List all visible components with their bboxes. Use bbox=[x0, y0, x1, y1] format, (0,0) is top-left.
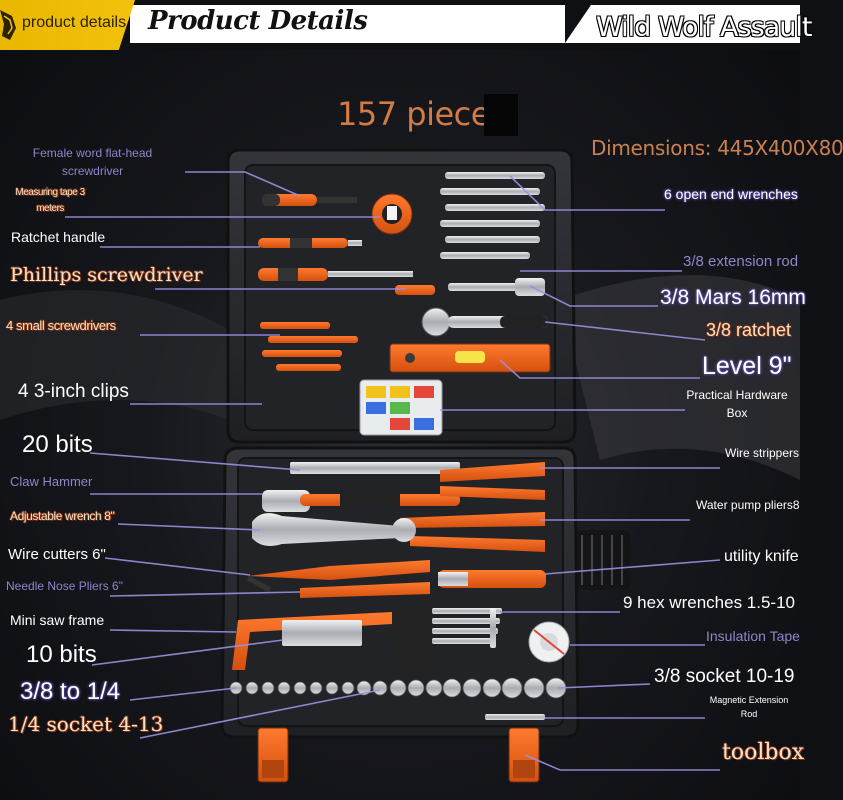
hex-wrenches bbox=[432, 608, 502, 648]
hardware-box bbox=[359, 379, 443, 436]
label-socket-3-8: 3/8 socket 10-19 bbox=[654, 666, 795, 687]
wire-cutters bbox=[246, 560, 430, 593]
dimensions: Dimensions: 445X400X80 bbox=[591, 136, 843, 160]
mini-saw-frame bbox=[232, 610, 432, 670]
bits-strip bbox=[290, 462, 460, 474]
piece-count: 157 pieces bbox=[337, 95, 507, 133]
label-clips: 4 3-inch clips bbox=[18, 381, 129, 402]
adjustable-wrench bbox=[252, 513, 400, 546]
label-mag-line-2: Rod bbox=[740, 709, 758, 720]
label-mars-socket: 3/8 Mars 16mm bbox=[660, 286, 806, 309]
label-claw-hammer: Claw Hammer bbox=[10, 474, 93, 489]
label-toolbox: toolbox bbox=[722, 740, 805, 765]
extension-rod bbox=[448, 278, 545, 296]
label-ratchet-handle: Ratchet handle bbox=[11, 229, 106, 245]
label-water-pump-pliers: Water pump pliers8 bbox=[696, 498, 800, 512]
brand-name: Wild Wolf Assault bbox=[596, 12, 812, 43]
label-bits-10: 10 bits bbox=[26, 641, 97, 668]
label-hardware-line-1: Practical Hardware bbox=[686, 388, 788, 402]
label-flathead-line-1: Female word flat-head bbox=[32, 146, 153, 160]
ratchet-3-8 bbox=[421, 307, 548, 337]
label-open-end-wrenches: 6 open end wrenches bbox=[664, 186, 798, 202]
utility-knife bbox=[438, 570, 546, 588]
label-adapter: 3/8 to 1/4 bbox=[20, 678, 121, 705]
count-overlay-block bbox=[484, 94, 518, 136]
magnetic-extension-rod bbox=[485, 714, 545, 720]
label-flathead-screwdriver: Female word flat-head screwdriver bbox=[30, 146, 155, 179]
label-flathead-line-2: screwdriver bbox=[61, 163, 124, 178]
label-mini-saw-frame: Mini saw frame bbox=[10, 612, 105, 628]
label-measuring-tape: Measuring tape 3 meters bbox=[14, 187, 86, 214]
label-utility-knife: utility knife bbox=[724, 548, 799, 565]
toolbox-illustration bbox=[0, 148, 800, 783]
label-adjustable-wrench: Adjustable wrench 8" bbox=[10, 509, 115, 523]
claw-hammer bbox=[262, 490, 460, 512]
water-pump-pliers bbox=[392, 512, 545, 552]
label-tape-line-2: meters bbox=[36, 202, 64, 214]
label-hex-wrenches: 9 hex wrenches 1.5-10 bbox=[623, 593, 795, 612]
header-bar: product details Product Details Wild Wol… bbox=[0, 0, 812, 50]
label-bits-20: 20 bits bbox=[22, 431, 93, 458]
label-wire-strippers: Wire strippers bbox=[725, 446, 800, 460]
label-magnetic-extension-rod: Magnetic Extension Rod bbox=[704, 695, 794, 720]
header-title-panel bbox=[130, 5, 800, 43]
bits-10 bbox=[282, 620, 362, 646]
label-small-screwdrivers: 4 small screwdrivers bbox=[6, 318, 116, 333]
label-hardware-line-2: Box bbox=[726, 405, 748, 420]
level-9 bbox=[389, 343, 551, 373]
ratchet-handle bbox=[258, 238, 362, 248]
label-mag-line-1: Magnetic Extension bbox=[709, 695, 789, 705]
toolbox-latches bbox=[257, 727, 540, 783]
insulation-tape bbox=[528, 621, 570, 663]
header-divider bbox=[565, 5, 591, 43]
label-level: Level 9" bbox=[702, 352, 792, 380]
label-hardware-box: Practical Hardware Box bbox=[684, 388, 790, 421]
wolf-logo-icon bbox=[0, 10, 16, 40]
flathead-screwdriver bbox=[262, 194, 357, 206]
needle-nose-pliers bbox=[300, 582, 430, 598]
label-needle-nose-pliers: Needle Nose Pliers 6" bbox=[6, 579, 123, 593]
label-extension-rod: 3/8 extension rod bbox=[683, 253, 799, 270]
product-details-tab: product details bbox=[0, 0, 135, 50]
label-wire-cutters: Wire cutters 6" bbox=[8, 546, 106, 563]
leader-lines bbox=[65, 171, 721, 771]
page-title: Product Details bbox=[148, 6, 368, 36]
small-screwdrivers bbox=[260, 322, 358, 371]
sockets-row bbox=[229, 677, 567, 699]
background-car bbox=[0, 275, 800, 590]
label-insulation-tape: Insulation Tape bbox=[706, 628, 800, 644]
measuring-tape bbox=[371, 193, 413, 235]
open-end-wrenches bbox=[440, 172, 545, 259]
label-socket-1-4: 1/4 socket 4-13 bbox=[8, 712, 164, 736]
label-tape-line-1: Measuring tape 3 bbox=[15, 187, 85, 198]
product-details-tag: product details bbox=[22, 14, 127, 31]
wire-strippers bbox=[440, 462, 545, 500]
phillips-screwdriver bbox=[258, 268, 435, 295]
label-phillips-screwdriver: Phillips screwdriver bbox=[10, 264, 203, 286]
label-ratchet-3-8: 3/8 ratchet bbox=[706, 320, 792, 340]
